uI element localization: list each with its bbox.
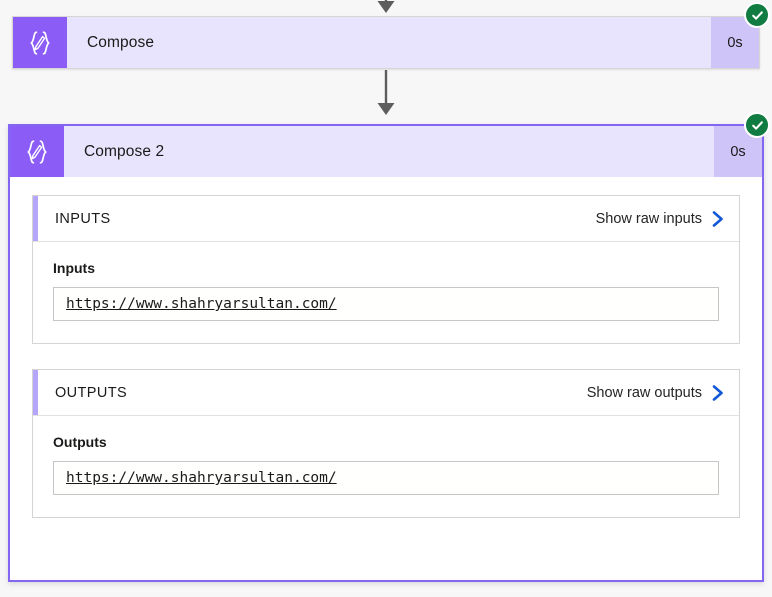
- outputs-section-title: OUTPUTS: [55, 384, 128, 401]
- inputs-section: INPUTS Show raw inputs Inputs https://ww…: [32, 195, 740, 344]
- connector-arrow-middle: [0, 70, 772, 116]
- action-card-compose[interactable]: Compose 0s: [12, 16, 760, 69]
- action-card-header[interactable]: Compose 0s: [13, 17, 759, 68]
- inputs-value-text: https://www.shahryarsultan.com/: [66, 296, 337, 312]
- section-accent-bar: [33, 196, 38, 241]
- check-circle-icon: [751, 10, 763, 20]
- compose-braces-pencil-icon: [10, 126, 64, 177]
- action-title: Compose: [87, 33, 155, 51]
- arrow-down-icon: [377, 70, 395, 115]
- outputs-content: Outputs https://www.shahryarsultan.com/: [33, 416, 739, 517]
- connector-arrow-top: [0, 0, 772, 14]
- action-card-header[interactable]: Compose 2 0s: [10, 126, 762, 177]
- chevron-right-icon: [712, 210, 723, 227]
- action-title: Compose 2: [84, 142, 165, 160]
- arrow-down-icon: [377, 0, 395, 13]
- compose-braces-pencil-icon: [13, 17, 67, 68]
- inputs-content: Inputs https://www.shahryarsultan.com/: [33, 242, 739, 343]
- status-badge-succeeded: [744, 112, 770, 138]
- show-raw-outputs-link[interactable]: Show raw outputs: [587, 383, 725, 403]
- show-raw-inputs-label: Show raw inputs: [595, 210, 702, 227]
- action-card-compose-2[interactable]: Compose 2 0s INPUTS Show raw inputs: [8, 124, 764, 582]
- chevron-right-icon: [712, 384, 723, 401]
- outputs-section: OUTPUTS Show raw outputs Outputs https:/…: [32, 369, 740, 518]
- outputs-value-text: https://www.shahryarsultan.com/: [66, 470, 337, 486]
- check-circle-icon: [751, 120, 763, 130]
- inputs-value-field[interactable]: https://www.shahryarsultan.com/: [53, 287, 719, 321]
- outputs-value-field[interactable]: https://www.shahryarsultan.com/: [53, 461, 719, 495]
- status-badge-succeeded: [744, 2, 770, 28]
- section-accent-bar: [33, 370, 38, 415]
- outputs-field-label: Outputs: [53, 434, 107, 450]
- show-raw-outputs-label: Show raw outputs: [586, 384, 702, 401]
- inputs-field-label: Inputs: [53, 260, 95, 276]
- inputs-section-title: INPUTS: [55, 210, 111, 227]
- inputs-section-header: INPUTS Show raw inputs: [33, 196, 739, 242]
- action-card-body: INPUTS Show raw inputs Inputs https://ww…: [10, 177, 762, 540]
- show-raw-inputs-link[interactable]: Show raw inputs: [596, 209, 725, 229]
- outputs-section-header: OUTPUTS Show raw outputs: [33, 370, 739, 416]
